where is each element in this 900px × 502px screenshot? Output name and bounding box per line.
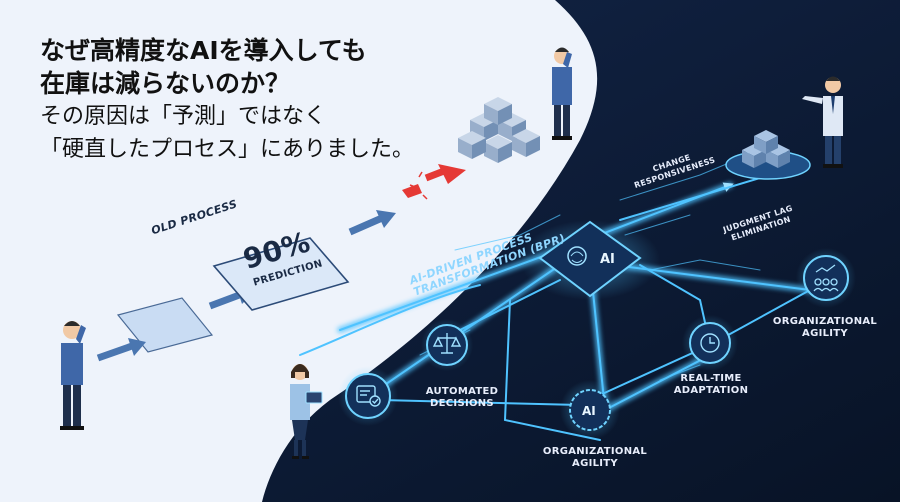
worried-man-left-figure bbox=[60, 321, 86, 430]
org-agility-bottom-line-1: ORGANIZATIONAL bbox=[542, 446, 648, 457]
org-agility-bottom-label: ORGANIZATIONAL AGILITY bbox=[540, 446, 650, 470]
clock-icon bbox=[700, 333, 720, 353]
realtime-adaptation-line-2: ADAPTATION bbox=[673, 385, 749, 396]
scale-icon bbox=[432, 333, 462, 354]
headline-line-1: なぜ高精度なAIを導入しても bbox=[40, 36, 367, 65]
automated-decisions-node bbox=[338, 366, 398, 426]
team-icon bbox=[813, 264, 839, 292]
org-agility-bottom-line-2: AGILITY bbox=[572, 458, 618, 469]
inventory-boxes-dark-icon bbox=[725, 130, 811, 180]
headline-line-2: 在庫は減らないのか？ bbox=[40, 69, 291, 98]
checklist-icon bbox=[356, 385, 381, 407]
org-agility-right-label: ORGANIZATIONAL AGILITY bbox=[770, 316, 880, 340]
ai-chip-label: AI bbox=[600, 252, 615, 267]
ai-chip-icon bbox=[520, 220, 660, 300]
headline-line-3: その原因は「予測」ではなく bbox=[40, 104, 327, 129]
org-agility-right-line-1: ORGANIZATIONAL bbox=[772, 316, 878, 327]
realtime-adaptation-label: REAL-TIME ADAPTATION bbox=[668, 373, 754, 397]
worried-man-top-figure bbox=[552, 47, 572, 140]
org-agility-node bbox=[796, 248, 856, 308]
inventory-boxes-light-icon bbox=[458, 97, 540, 163]
presenting-man-figure bbox=[802, 76, 843, 168]
automated-decisions-line-1: AUTOMATED bbox=[425, 386, 499, 397]
automated-decisions-line-2: DECISIONS bbox=[430, 398, 494, 409]
org-agility-right-line-2: AGILITY bbox=[802, 328, 848, 339]
headline: なぜ高精度なAIを導入しても 在庫は減らないのか？ その原因は「予測」ではなく … bbox=[40, 34, 414, 166]
ai-gear-node bbox=[560, 380, 620, 440]
old-process-flow bbox=[96, 164, 466, 362]
headline-line-4: 「硬直したプロセス」にありました。 bbox=[40, 137, 415, 162]
woman-with-tablet-figure bbox=[290, 364, 323, 459]
ai-gear-label: AI bbox=[582, 404, 596, 418]
automated-decisions-label: AUTOMATED DECISIONS bbox=[416, 386, 508, 410]
realtime-adaptation-line-1: REAL-TIME bbox=[680, 373, 742, 384]
